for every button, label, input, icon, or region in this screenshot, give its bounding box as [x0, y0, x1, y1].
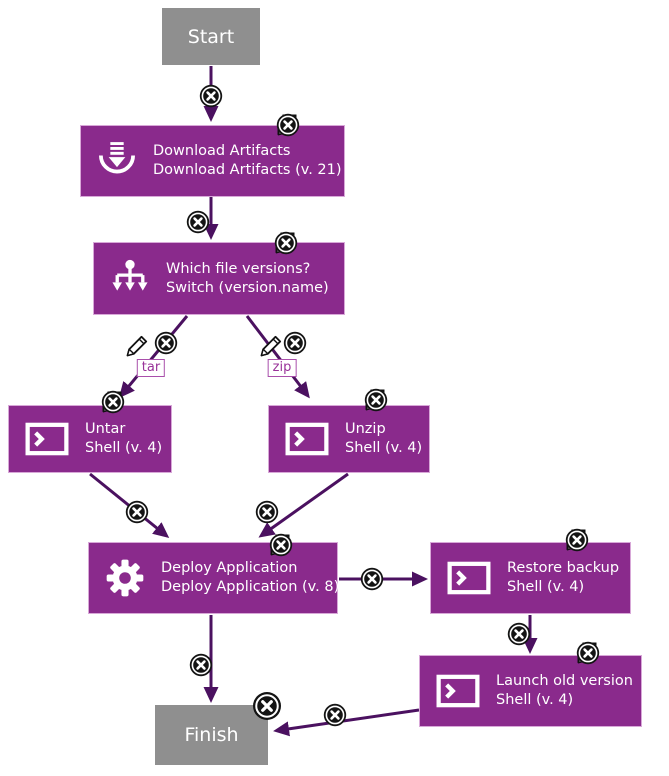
- finish-node[interactable]: Finish: [155, 705, 268, 765]
- edge-switch-untar: [118, 315, 189, 399]
- delete-x-circle-icon[interactable]: [101, 390, 125, 414]
- task-node-unzip[interactable]: Unzip Shell (v. 4): [268, 405, 430, 473]
- download-icon: [97, 141, 137, 181]
- task-subtitle: Shell (v. 4): [85, 440, 163, 456]
- terminal-icon: [25, 422, 69, 456]
- start-node[interactable]: Start: [162, 8, 260, 65]
- edge-untar-deploy: [89, 472, 170, 539]
- edge-unzip-deploy: [258, 472, 349, 538]
- task-node-untar[interactable]: Untar Shell (v. 4): [8, 405, 172, 473]
- delete-x-circle-icon[interactable]: [507, 622, 531, 646]
- task-subtitle: Download Artifacts (v. 21): [153, 162, 342, 178]
- delete-x-circle-icon[interactable]: [274, 231, 298, 255]
- pencil-icon[interactable]: [259, 334, 283, 358]
- task-node-which-file-versions[interactable]: Which file versions? Switch (version.nam…: [93, 242, 345, 315]
- pencil-icon[interactable]: [125, 334, 149, 358]
- edge-switch-unzip: [245, 315, 310, 399]
- delete-x-circle-icon[interactable]: [189, 653, 213, 677]
- terminal-icon: [447, 561, 491, 595]
- finish-label: Finish: [184, 724, 239, 746]
- start-label: Start: [187, 25, 235, 48]
- task-title: Download Artifacts: [153, 143, 291, 159]
- delete-x-circle-icon[interactable]: [269, 533, 293, 557]
- edge-launch-finish: [273, 708, 420, 737]
- delete-x-circle-icon[interactable]: [276, 113, 300, 137]
- task-subtitle: Shell (v. 4): [507, 579, 585, 595]
- delete-x-circle-icon[interactable]: [565, 528, 589, 552]
- task-subtitle: Shell (v. 4): [345, 440, 423, 456]
- delete-x-circle-icon[interactable]: [125, 500, 149, 524]
- task-subtitle: Shell (v. 4): [496, 692, 574, 708]
- task-subtitle: Deploy Application (v. 8): [161, 579, 340, 595]
- task-title: Untar: [85, 421, 126, 437]
- delete-x-circle-icon[interactable]: [364, 388, 388, 412]
- delete-x-circle-icon[interactable]: [186, 210, 210, 234]
- task-title: Unzip: [345, 421, 386, 437]
- task-node-restore-backup[interactable]: Restore backup Shell (v. 4): [430, 542, 631, 614]
- delete-x-circle-icon[interactable]: [255, 500, 279, 524]
- delete-x-circle-icon[interactable]: [154, 331, 178, 355]
- delete-x-circle-icon[interactable]: [576, 641, 600, 665]
- task-title: Restore backup: [507, 560, 620, 576]
- delete-x-circle-icon[interactable]: [283, 331, 307, 355]
- delete-x-circle-icon[interactable]: [323, 703, 347, 727]
- terminal-icon: [285, 422, 329, 456]
- condition-label-zip[interactable]: zip: [267, 359, 297, 377]
- task-node-download-artifacts[interactable]: Download Artifacts Download Artifacts (v…: [80, 125, 345, 197]
- switch-icon: [110, 259, 150, 299]
- task-node-launch-old-version[interactable]: Launch old version Shell (v. 4): [419, 655, 642, 727]
- task-title: Which file versions?: [166, 260, 311, 277]
- terminal-icon: [436, 674, 480, 708]
- delete-x-circle-icon[interactable]: [252, 691, 282, 721]
- delete-x-circle-icon[interactable]: [199, 84, 223, 108]
- task-node-deploy-application[interactable]: Deploy Application Deploy Application (v…: [88, 542, 340, 614]
- task-title: Launch old version: [496, 673, 633, 689]
- task-subtitle: Switch (version.name): [166, 279, 329, 296]
- delete-x-circle-icon[interactable]: [360, 567, 384, 591]
- condition-label-tar[interactable]: tar: [136, 359, 166, 377]
- gear-icon: [105, 558, 145, 598]
- task-title: Deploy Application: [161, 560, 298, 576]
